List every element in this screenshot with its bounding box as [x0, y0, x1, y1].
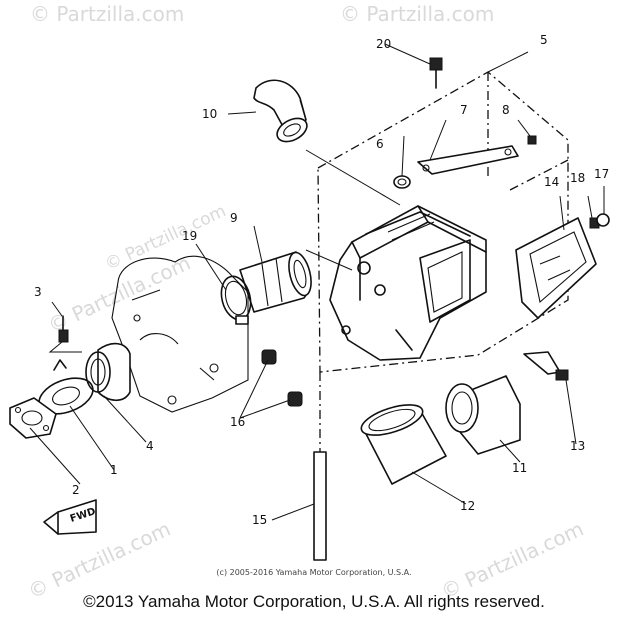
- callout-6: 6: [376, 137, 384, 151]
- part-15-drain-tube: [313, 372, 327, 561]
- callout-18: 18: [570, 171, 586, 185]
- part-17-screw: [596, 213, 610, 227]
- part-14-cover: [515, 217, 597, 319]
- part-6-grommet: [393, 175, 411, 189]
- callout-11: 11: [512, 461, 528, 475]
- callout-9: 9: [230, 211, 238, 225]
- callout-13: 13: [570, 439, 586, 453]
- engine-outline: [111, 255, 249, 413]
- callout-16: 16: [230, 415, 246, 429]
- watermark: © Partzilla.com: [340, 2, 495, 26]
- callout-4: 4: [146, 439, 154, 453]
- footer-copyright: ©2013 Yamaha Motor Corporation, U.S.A. A…: [83, 592, 545, 611]
- fwd-arrow: [43, 499, 97, 535]
- part-13-clip: [523, 351, 569, 381]
- part-12-filter-element: [360, 404, 447, 485]
- part-11-filter-cage: [445, 375, 521, 455]
- callout-5: 5: [540, 33, 548, 47]
- callout-14: 14: [544, 175, 560, 189]
- part-3-bolt: [58, 315, 69, 343]
- callout-20: 20: [376, 37, 392, 51]
- callout-19: 19: [182, 229, 198, 243]
- air-box-body: [329, 205, 487, 361]
- leader-lines: [29, 43, 605, 521]
- callout-2: 2: [72, 483, 80, 497]
- callout-12: 12: [460, 499, 476, 513]
- part-10-intake-elbow: [253, 79, 308, 143]
- inner-copyright: (c) 2005-2016 Yamaha Motor Corporation, …: [216, 568, 412, 577]
- callout-10: 10: [202, 107, 218, 121]
- callout-8: 8: [502, 103, 510, 117]
- part-8-nut: [527, 135, 537, 145]
- part-2-flange: [9, 397, 57, 439]
- part-16-damper: [261, 349, 303, 407]
- callout-1: 1: [110, 463, 118, 477]
- callout-3: 3: [34, 285, 42, 299]
- part-7-bracket: [417, 145, 519, 175]
- callout-15: 15: [252, 513, 268, 527]
- part-19-clamp: [220, 275, 252, 325]
- callout-7: 7: [460, 103, 468, 117]
- callout-17: 17: [594, 167, 610, 181]
- part-9-intake-joint: [239, 251, 312, 313]
- part-4-band: [85, 342, 131, 402]
- part-20-bolt: [429, 57, 443, 89]
- watermark: © Partzilla.com: [30, 2, 185, 26]
